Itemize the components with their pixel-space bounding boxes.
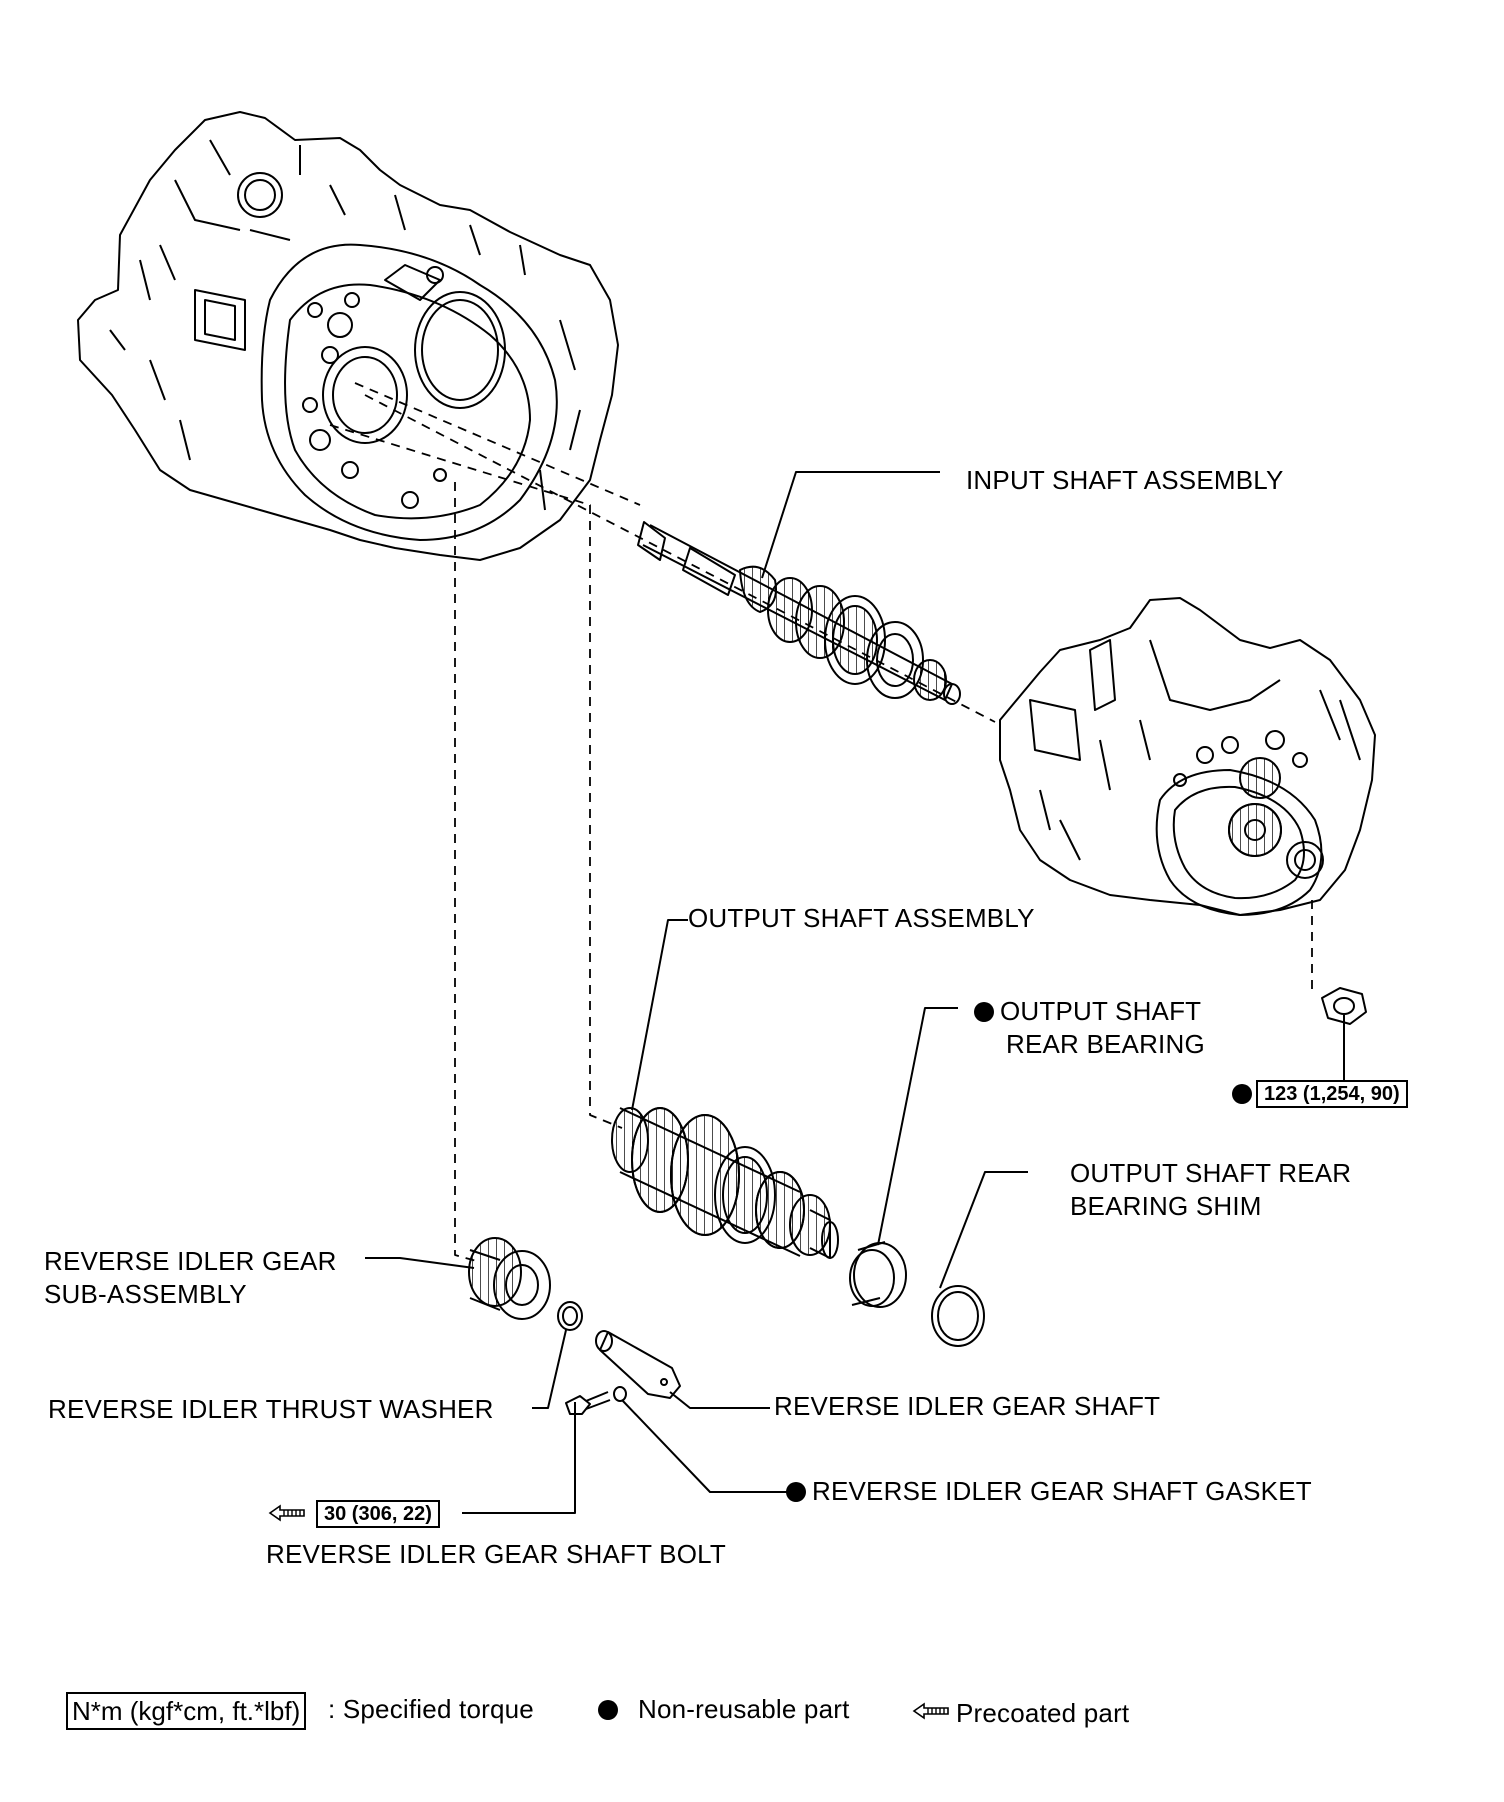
non-reusable-dot-icon <box>1232 1084 1252 1104</box>
legend-specified-torque: : Specified torque <box>328 1694 534 1724</box>
output-shaft-assembly <box>611 1107 839 1259</box>
leader-lines <box>365 471 1345 1514</box>
output-shaft-nut <box>1321 987 1367 1025</box>
torque-value-bolt: 30 (306, 22) <box>316 1500 440 1528</box>
non-reusable-dot-icon <box>974 1002 994 1022</box>
label-reverse-idler-gear-shaft: REVERSE IDLER GEAR SHAFT <box>774 1391 1161 1421</box>
non-reusable-dot-icon <box>598 1700 618 1720</box>
precoated-icon <box>912 1702 949 1720</box>
label-output-shaft-rear-bearing: OUTPUT SHAFT REAR BEARING <box>974 995 1205 1061</box>
label-reverse-idler-gear-sub-assembly: REVERSE IDLER GEAR SUB-ASSEMBLY <box>44 1246 337 1309</box>
legend-precoated-part: Precoated part <box>956 1698 1130 1728</box>
front-transaxle-case <box>77 111 619 561</box>
thrust-washer-outer <box>557 1301 583 1331</box>
input-shaft-assembly <box>637 521 961 705</box>
rear-bearing-shim-inner <box>937 1291 979 1341</box>
rear-bearing-inner <box>849 1249 895 1307</box>
label-reverse-idler-gear-shaft-gasket: REVERSE IDLER GEAR SHAFT GASKET <box>786 1475 1312 1508</box>
non-reusable-dot-icon <box>786 1482 806 1502</box>
legend-torque-units-box: N*m (kgf*cm, ft.*lbf) <box>66 1692 307 1730</box>
shaft-bolt-icon <box>565 1391 611 1415</box>
thrust-washer-inner <box>562 1306 578 1326</box>
label-output-shaft-rear-bearing-shim: OUTPUT SHAFT REAR BEARING SHIM <box>1070 1158 1352 1221</box>
reverse-idler-gear <box>468 1237 551 1320</box>
label-input-shaft-assembly: INPUT SHAFT ASSEMBLY <box>966 465 1284 495</box>
label-output-shaft-assembly: OUTPUT SHAFT ASSEMBLY <box>688 903 1035 933</box>
alignment-lines <box>329 382 1313 1263</box>
reverse-idler-gear-shaft <box>595 1330 681 1399</box>
precoated-icon <box>268 1504 305 1522</box>
legend-non-reusable-part: Non-reusable part <box>638 1694 850 1724</box>
rear-bearing-shim-outer <box>931 1285 985 1347</box>
torque-value-nut: 123 (1,254, 90) <box>1256 1080 1408 1108</box>
label-reverse-idler-gear-shaft-bolt: REVERSE IDLER GEAR SHAFT BOLT <box>266 1539 726 1569</box>
rear-transaxle-case <box>999 597 1376 916</box>
label-reverse-idler-thrust-washer: REVERSE IDLER THRUST WASHER <box>48 1394 494 1424</box>
shaft-gasket-icon <box>613 1386 627 1402</box>
